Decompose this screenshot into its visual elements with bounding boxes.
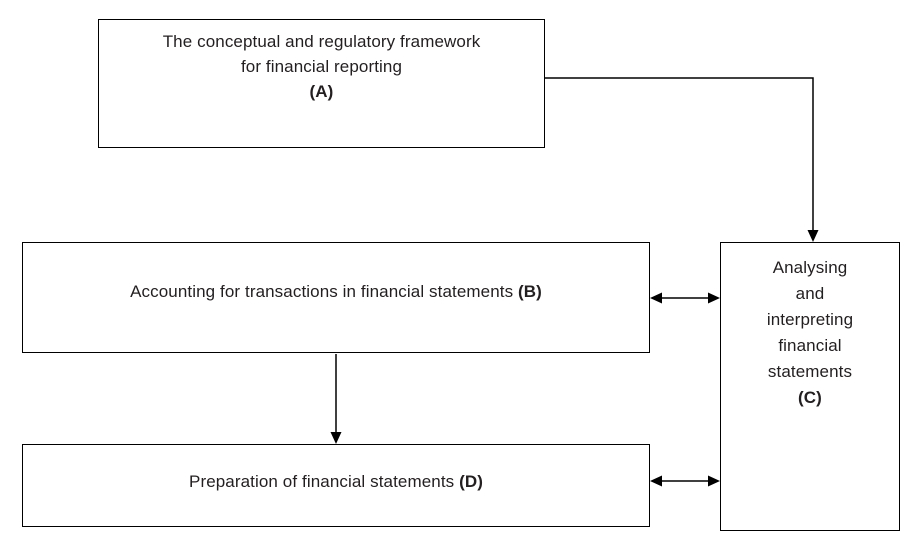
connector-a-to-c-arrow xyxy=(545,77,819,242)
arrowhead-right-icon xyxy=(708,475,720,487)
box-b-accounting-for-transactions: Accounting for transactions in financial… xyxy=(22,242,650,353)
arrowhead-left-icon xyxy=(650,475,662,487)
box-d-text: Preparation of financial statements (D) xyxy=(189,469,483,494)
connector-d-c-double-arrow xyxy=(650,475,720,487)
box-d-label: Preparation of financial statements xyxy=(189,471,455,491)
box-c-text-line-3: interpreting xyxy=(766,310,854,329)
box-d-preparation-of-financial-statements: Preparation of financial statements (D) xyxy=(22,444,650,527)
box-b-label: Accounting for transactions in financial… xyxy=(130,282,514,301)
box-a-conceptual-regulatory-framework: The conceptual and regulatory framework … xyxy=(98,19,545,148)
box-d-code: (D) xyxy=(459,471,483,491)
box-b-text: Accounting for transactions in financial… xyxy=(130,279,542,304)
connector-b-c-double-arrow xyxy=(650,292,720,304)
box-c-text-line-1: Analysing xyxy=(772,258,848,277)
box-a-text-line-1: The conceptual and regulatory framework xyxy=(162,32,481,51)
box-a-text-line-2: for financial reporting xyxy=(240,57,403,76)
arrowhead-left-icon xyxy=(650,292,662,304)
box-b-code: (B) xyxy=(518,282,542,301)
arrowhead-down-icon xyxy=(330,432,342,444)
box-c-text-line-5: statements xyxy=(767,362,853,381)
box-c-code: (C) xyxy=(798,388,822,407)
box-c-text-line-2: and xyxy=(795,284,825,303)
arrowhead-down-icon xyxy=(807,230,819,242)
arrowhead-right-icon xyxy=(708,292,720,304)
box-c-analysing-interpreting: Analysing and interpreting financial sta… xyxy=(720,242,900,531)
connector-b-to-d-arrow xyxy=(330,354,342,444)
box-c-text-line-4: financial xyxy=(778,336,842,355)
box-a-code: (A) xyxy=(309,82,334,101)
